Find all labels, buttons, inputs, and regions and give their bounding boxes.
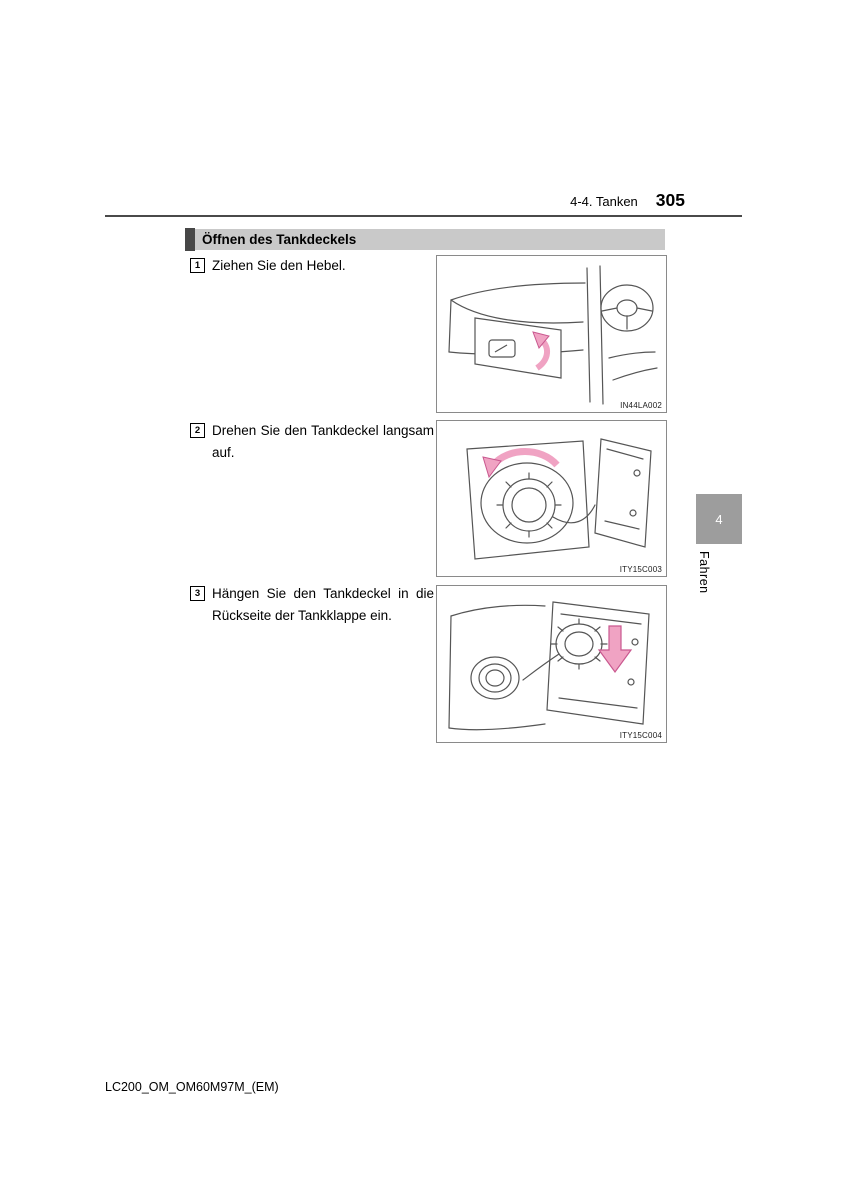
section-title: Öffnen des Tankdeckels: [202, 232, 357, 247]
step-2-text: Drehen Sie den Tankdeckel langsam auf.: [212, 423, 434, 460]
header-page-number: 305: [655, 190, 685, 210]
header-section-label: 4-4. Tanken: [570, 194, 638, 209]
fuel-cap-turning-illustration: [466, 438, 652, 560]
chapter-tab: 4: [696, 494, 742, 544]
chapter-tab-number: 4: [715, 511, 723, 527]
section-title-bar: Öffnen des Tankdeckels: [185, 228, 665, 251]
figure-3-code: ITY15C004: [619, 731, 662, 740]
section-marker-square: [185, 228, 195, 251]
pink-down-arrow: [597, 625, 633, 674]
page-header: 4-4. Tanken 305: [570, 190, 685, 211]
step-3-text: Hängen Sie den Tankdeckel in die Rücksei…: [212, 586, 434, 623]
figure-step-1: IN44LA002: [436, 255, 667, 413]
footer-document-code: LC200_OM_OM60M97M_(EM): [105, 1080, 279, 1094]
figure-step-2: ITY15C003: [436, 420, 667, 577]
step-2-number-badge: 2: [190, 423, 205, 438]
figure-2-code: ITY15C003: [619, 565, 662, 574]
step-1-text: Ziehen Sie den Hebel.: [212, 258, 346, 273]
figure-1-code: IN44LA002: [620, 401, 662, 410]
fuel-cap-hanging-on-flap-illustration: [448, 601, 650, 731]
header-rule: [105, 215, 742, 217]
figure-step-3: ITY15C004: [436, 585, 667, 743]
step-1-number-badge: 1: [190, 258, 205, 273]
chapter-tab-label: Fahren: [697, 551, 711, 594]
fuel-lid-release-lever-illustration: [448, 265, 658, 405]
step-3-number-badge: 3: [190, 586, 205, 601]
